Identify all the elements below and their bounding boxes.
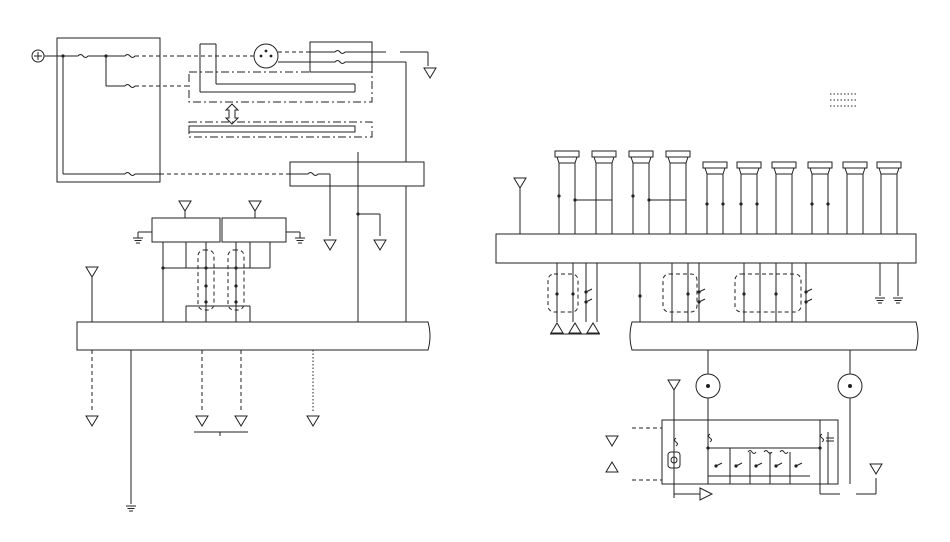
battery-positive-icon (31, 49, 45, 63)
bidirectional-arrow-icon (224, 103, 240, 125)
control-module (289, 161, 425, 187)
speaker-icon (702, 161, 728, 175)
fuse-box (44, 37, 290, 183)
speaker-icon (807, 161, 833, 175)
main-unit-left (76, 321, 431, 351)
speaker-icon (628, 150, 654, 164)
twin-modules (132, 200, 306, 322)
speaker-icon (665, 150, 691, 164)
speaker-icon (591, 150, 617, 164)
legend-marks (830, 93, 858, 107)
main-unit-right (629, 321, 919, 351)
relay-box (309, 41, 373, 73)
amp-lower-wires (547, 263, 904, 322)
speaker-icon (842, 161, 868, 175)
antenna-icon (85, 266, 99, 282)
lower-control-box (661, 398, 851, 498)
speaker-row (554, 150, 902, 175)
speaker-icon (771, 161, 797, 175)
speaker-icon (554, 150, 580, 164)
speaker-icon (736, 161, 762, 175)
speaker-icon (876, 161, 902, 175)
ground-icon (423, 67, 437, 79)
amplifier-unit (495, 233, 917, 264)
harness-rails (188, 43, 373, 138)
connector-icon (253, 43, 279, 69)
speaker-wires (557, 163, 898, 234)
